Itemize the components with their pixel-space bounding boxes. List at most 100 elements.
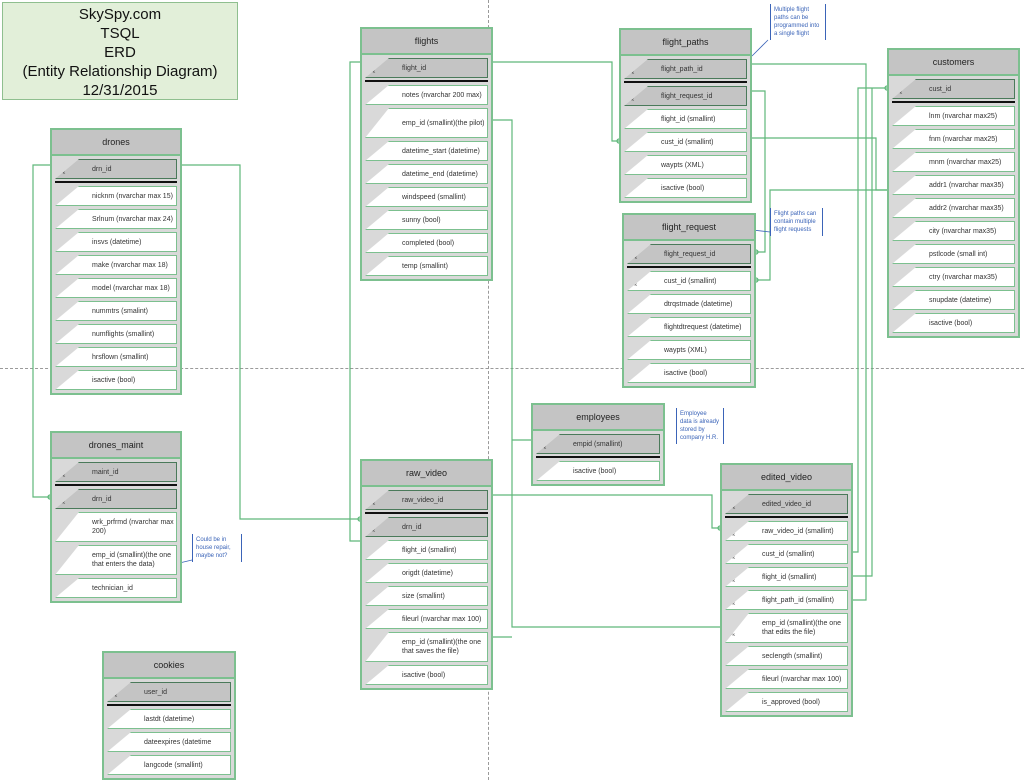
field-label: is_approved (bool)	[762, 698, 820, 706]
field-label: cust_id (smallint)	[664, 277, 717, 285]
field-label: cust_id (smallint)	[661, 138, 714, 146]
primary-key-icon	[108, 683, 126, 701]
table-field: datetime_start (datetime)	[365, 141, 488, 161]
field-label: flight_id (smallint)	[762, 573, 817, 581]
field-label: addr1 (nvarchar max35)	[929, 181, 1004, 189]
field-label: datetime_end (datetime)	[402, 170, 478, 178]
primary-key-icon	[625, 60, 643, 78]
table-field: wrk_prfrmd (nvarchar max 200)	[55, 512, 177, 542]
table-field: isactive (bool)	[627, 363, 751, 383]
table-field: sunny (bool)	[365, 210, 488, 230]
field-label: emp_id (smallint)(the pilot)	[402, 119, 485, 127]
table-field: seclength (smallint)	[725, 646, 848, 666]
field-label: dtrqstmade (datetime)	[664, 300, 733, 308]
field-label: mnm (nvarchar max25)	[929, 158, 1002, 166]
field-label: city (nvarchar max35)	[929, 227, 997, 235]
field-label: waypts (XML)	[664, 346, 707, 354]
primary-key-field: PK edited_video_id	[725, 494, 848, 514]
field-label: technician_id	[92, 584, 133, 592]
field-label: lastdt (datetime)	[144, 715, 195, 723]
key-type-label: PK	[730, 505, 736, 510]
table-field: ctry (nvarchar max35)	[892, 267, 1015, 287]
rel-drones-raw_video	[182, 164, 360, 520]
key-separator	[55, 484, 177, 486]
primary-key-icon	[893, 80, 911, 98]
field-label: flight_path_id	[661, 65, 703, 73]
table-field: make (nvarchar max 18)	[55, 255, 177, 275]
field-label: langcode (smallint)	[144, 761, 203, 769]
key-separator	[725, 516, 848, 518]
table-field: numflights (smallint)	[55, 324, 177, 344]
table-field: dateexpires (datetime	[107, 732, 231, 752]
field-label: Srlnum (nvarchar max 24)	[92, 215, 173, 223]
key-separator	[627, 266, 751, 268]
field-label: flight_request_id	[661, 92, 713, 100]
field-label: raw_video_id	[402, 496, 444, 504]
key-type-label: PK	[60, 473, 66, 478]
table-field: waypts (XML)	[624, 155, 747, 175]
table-field: completed (bool)	[365, 233, 488, 253]
title-line: (Entity Relationship Diagram)	[22, 63, 218, 80]
table-field: fileurl (nvarchar max 100)	[365, 609, 488, 629]
rel-flights-edited_video	[853, 88, 873, 577]
table-field: dtrqstmade (datetime)	[627, 294, 751, 314]
title-line: 12/31/2015	[82, 82, 158, 99]
table-field: isactive (bool)	[55, 370, 177, 390]
key-type-label: PK	[629, 70, 635, 75]
table-header: employees	[533, 405, 663, 431]
field-label: nicknm (nvarchar max 15)	[92, 192, 173, 200]
key-type-label: FK	[629, 97, 635, 102]
title-line: SkySpy.com	[78, 6, 162, 23]
table-field: isactive (bool)	[365, 665, 488, 685]
field-label: user_id	[144, 688, 167, 696]
note-employees: Employee data is already stored by compa…	[676, 408, 724, 444]
table-field: flight_id (smallint)	[365, 540, 488, 560]
field-label: flightdtrequest (datetime)	[664, 323, 742, 331]
table-header: flights	[362, 29, 491, 55]
table-field: langcode (smallint)	[107, 755, 231, 775]
key-separator	[55, 181, 177, 183]
field-label: flight_id (smallint)	[661, 115, 716, 123]
field-label: isactive (bool)	[929, 319, 973, 327]
table-field: notes (nvarchar 200 max)	[365, 85, 488, 105]
field-label: insvs (datetime)	[92, 238, 142, 246]
note-drones-maint: Could be in house repair, maybe not?	[192, 534, 242, 562]
field-label: windspeed (smallint)	[402, 193, 466, 201]
field-label: cust_id	[929, 85, 952, 93]
field-label: model (nvarchar max 18)	[92, 284, 170, 292]
table-field: datetime_end (datetime)	[365, 164, 488, 184]
table-header: flight_paths	[621, 30, 750, 56]
field-label: edited_video_id	[762, 500, 812, 508]
table-field: windspeed (smallint)	[365, 187, 488, 207]
table-field: lnm (nvarchar max25)	[892, 106, 1015, 126]
field-label: raw_video_id (smallint)	[762, 527, 834, 535]
foreign-key-field: FK flight_request_id	[624, 86, 747, 106]
key-separator	[365, 80, 488, 82]
rel-customers-edited_video	[853, 87, 887, 553]
table-field: temp (smallint)	[365, 256, 488, 276]
field-label: notes (nvarchar 200 max)	[402, 91, 482, 99]
table-field: snupdate (datetime)	[892, 290, 1015, 310]
key-type-label: FK	[730, 601, 736, 606]
rel-flights-flight_paths	[493, 61, 619, 142]
field-label: fnm (nvarchar max25)	[929, 135, 998, 143]
key-type-label: PK	[897, 90, 903, 95]
primary-key-icon	[537, 435, 555, 453]
table-field: flightdtrequest (datetime)	[627, 317, 751, 337]
rel-flight_paths-customers	[752, 137, 887, 191]
